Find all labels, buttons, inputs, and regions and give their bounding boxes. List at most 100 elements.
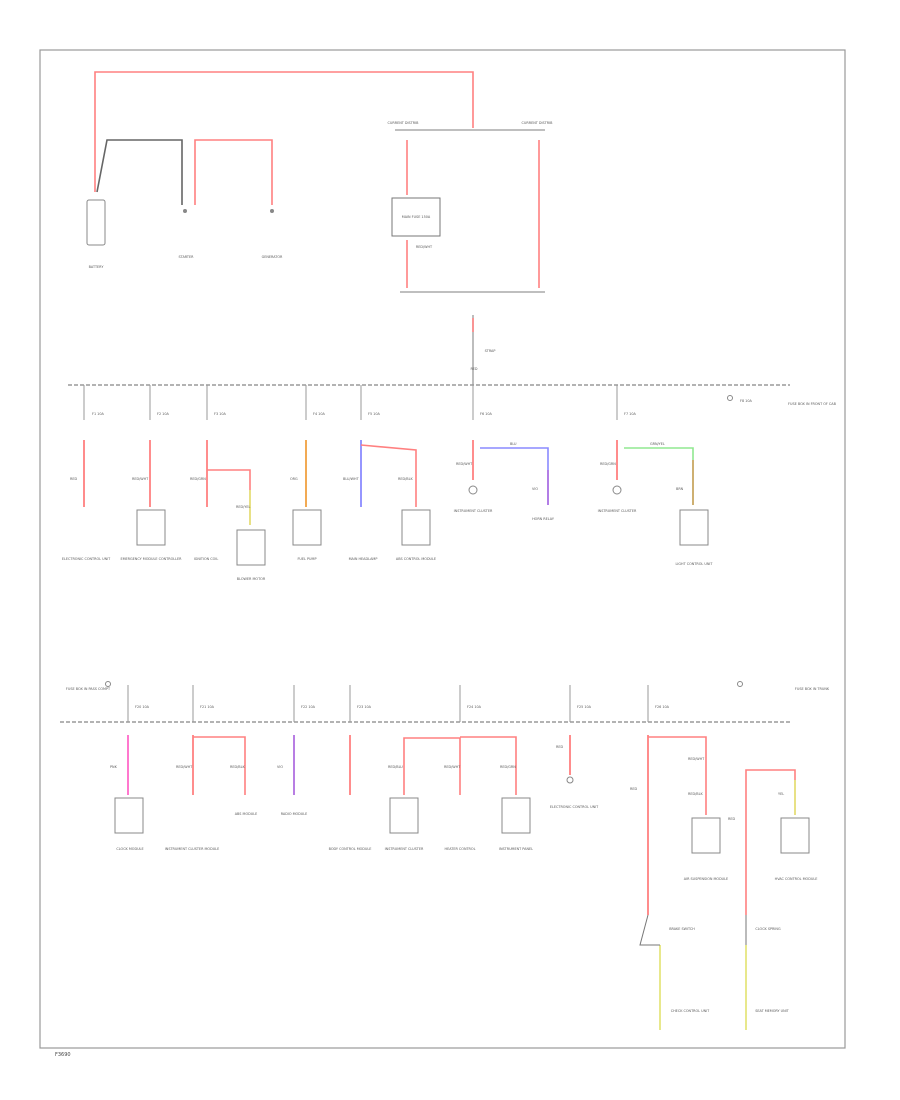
upper-fuse-4: F4 10A xyxy=(313,412,325,416)
generator-connector-icon xyxy=(270,209,274,213)
upper-fuse-1: F1 10A xyxy=(92,412,104,416)
lower-component-box-5 xyxy=(389,797,419,834)
lower-component-label-6: INSTRUMENT CLUSTER xyxy=(385,847,424,851)
distrib-label-left: CURRENT DISTRIB xyxy=(388,121,420,125)
lower-branch-stubs xyxy=(127,685,649,722)
lower-wire-label-6: RED/WHT xyxy=(444,765,461,769)
lower-component-label-13: CLOCK SPRING xyxy=(755,927,781,931)
lower-bus-right-label: FUSE BOX IN TRUNK xyxy=(795,687,830,691)
lower-wire-label-10: RED/WHT xyxy=(688,757,705,761)
lower-component-label-8: INSTRUMENT PANEL xyxy=(499,847,533,851)
lower-wire-label-3: RED/BLK xyxy=(230,765,245,769)
upper-bus-section: FUSE BOX IN FRONT OF CAB F1 10A F2 10A F… xyxy=(62,384,837,581)
upper-ground-icon-1 xyxy=(468,485,478,495)
upper-component-box-6 xyxy=(401,509,431,546)
main-feed-wire-label: RED xyxy=(470,367,477,371)
diagram-frame xyxy=(39,49,846,1049)
upper-wire-5b xyxy=(360,444,417,507)
lower-wire-label-5: RED/BLU xyxy=(388,765,403,769)
upper-wire-label-11: RED/GRN xyxy=(600,462,616,466)
upper-wire-label-7: RED/BLK xyxy=(398,477,413,481)
starter-connector-icon xyxy=(183,209,187,213)
battery-label: BATTERY xyxy=(89,265,105,269)
lower-fuse-1: F20 10A xyxy=(135,705,150,709)
starter-label: STARTER xyxy=(179,255,195,259)
lower-fuse-2: F21 10A xyxy=(200,705,215,709)
main-feed-label: STRAP xyxy=(485,349,496,353)
upper-component-label-3: IGNITION COIL xyxy=(194,557,219,561)
lower-component-label-4: RADIO MODULE xyxy=(281,812,308,816)
lower-wire-label-7: RED/GRN xyxy=(500,765,516,769)
main-fuse-label: MAIN FUSE 150A xyxy=(402,215,431,219)
upper-wire-label-4: RED/YEL xyxy=(236,505,250,509)
upper-wire-label-8: RED/WHT xyxy=(456,462,473,466)
upper-wire-label-5: ORG xyxy=(290,477,298,481)
upper-wire-label-12: GRN/YEL xyxy=(650,442,665,446)
upper-fuse-8: F8 10A xyxy=(740,399,752,403)
lower-fuse-3: F22 10A xyxy=(301,705,316,709)
upper-wire-7b xyxy=(624,447,694,505)
upper-component-label-4: BLOWER MOTOR xyxy=(237,577,266,581)
lower-bottom-right-label: SEAT MEMORY UNIT xyxy=(755,1009,789,1013)
lower-component-box-10 xyxy=(780,817,810,854)
upper-component-label-7: ABS CONTROL MODULE xyxy=(396,557,436,561)
lower-wire-2b xyxy=(193,736,246,795)
lower-component-label-5: BODY CONTROL MODULE xyxy=(329,847,372,851)
lower-bus-left-label: FUSE BOX IN PASS COMPT xyxy=(66,687,111,691)
upper-wire-label-2: RED/WHT xyxy=(132,477,149,481)
upper-bus-right-label: FUSE BOX IN FRONT OF CAB xyxy=(788,402,837,406)
upper-component-label-1: ELECTRONIC CONTROL UNIT xyxy=(62,557,111,561)
upper-component-label-8: INSTRUMENT CLUSTER xyxy=(454,509,493,513)
upper-component-box-4 xyxy=(292,509,322,546)
lower-component-box-7 xyxy=(501,797,531,834)
battery-ground-wire xyxy=(96,139,183,205)
lower-wire-label-4: VIO xyxy=(277,765,283,769)
upper-component-label-11: LIGHT CONTROL UNIT xyxy=(676,562,714,566)
lower-fuse-4: F23 10A xyxy=(357,705,372,709)
generator-label: GENERATOR xyxy=(262,255,283,259)
upper-component-label-9: HORN RELAY xyxy=(532,517,555,521)
upper-component-box-11 xyxy=(679,509,709,546)
lower-component-label-10: AIR SUSPENSION MODULE xyxy=(684,877,728,881)
main-fuse-box xyxy=(391,197,441,237)
upper-wire-3b xyxy=(207,469,251,525)
battery-symbol xyxy=(86,199,106,246)
upper-bus-end-icon xyxy=(727,395,733,401)
upper-branch-stubs xyxy=(83,385,618,420)
brake-switch-icon xyxy=(639,914,660,946)
lower-wire-label-2: RED/WHT xyxy=(176,765,193,769)
upper-wire-6b xyxy=(480,447,549,505)
lower-bus-right-icon xyxy=(737,681,743,687)
lower-component-label-1: CLOCK MODULE xyxy=(116,847,143,851)
lower-wire-label-12: RED xyxy=(728,817,735,821)
upper-component-label-2: EMERGENCY MODULE CONTROLLER xyxy=(120,557,182,561)
lower-wire-5b xyxy=(460,736,517,795)
upper-component-box-3 xyxy=(236,529,266,566)
lower-component-label-3: ABS MODULE xyxy=(235,812,258,816)
lower-component-box-9 xyxy=(691,817,721,854)
upper-wire-label-1: RED xyxy=(70,477,77,481)
lower-wire-5 xyxy=(403,737,461,795)
lower-wire-label-8: RED xyxy=(556,745,563,749)
lower-wire-label-11: RED/BLK xyxy=(688,792,703,796)
upper-wire-label-13: BRN xyxy=(676,487,684,491)
lower-wire-7b xyxy=(648,736,707,815)
lower-bottom-left-label: CHECK CONTROL UNIT xyxy=(671,1009,710,1013)
upper-fuse-2: F2 10A xyxy=(157,412,169,416)
upper-fuse-7: F7 10A xyxy=(624,412,636,416)
upper-component-label-5: FUEL PUMP xyxy=(297,557,316,561)
upper-component-label-10: INSTRUMENT CLUSTER xyxy=(598,509,637,513)
lower-component-label-11: BRAKE SWITCH xyxy=(669,927,695,931)
upper-wire-label-10: VIO xyxy=(532,487,538,491)
lower-component-label-9: ELECTRONIC CONTROL UNIT xyxy=(550,805,599,809)
lower-fuse-6: F25 10A xyxy=(577,705,592,709)
top-section: BATTERY STARTER GENERATOR CURRENT DISTRI… xyxy=(86,71,553,385)
lower-component-box-1 xyxy=(114,797,144,834)
lower-bus-section: FUSE BOX IN PASS COMPT FUSE BOX IN TRUNK… xyxy=(60,681,830,1030)
lower-component-label-7: HEATER CONTROL xyxy=(445,847,476,851)
lower-bus-left-icon xyxy=(105,681,111,687)
lower-ground-icon-1 xyxy=(566,776,574,784)
main-fuse-wire-label: RED/WHT xyxy=(416,245,433,249)
upper-fuse-6: F6 10A xyxy=(480,412,492,416)
